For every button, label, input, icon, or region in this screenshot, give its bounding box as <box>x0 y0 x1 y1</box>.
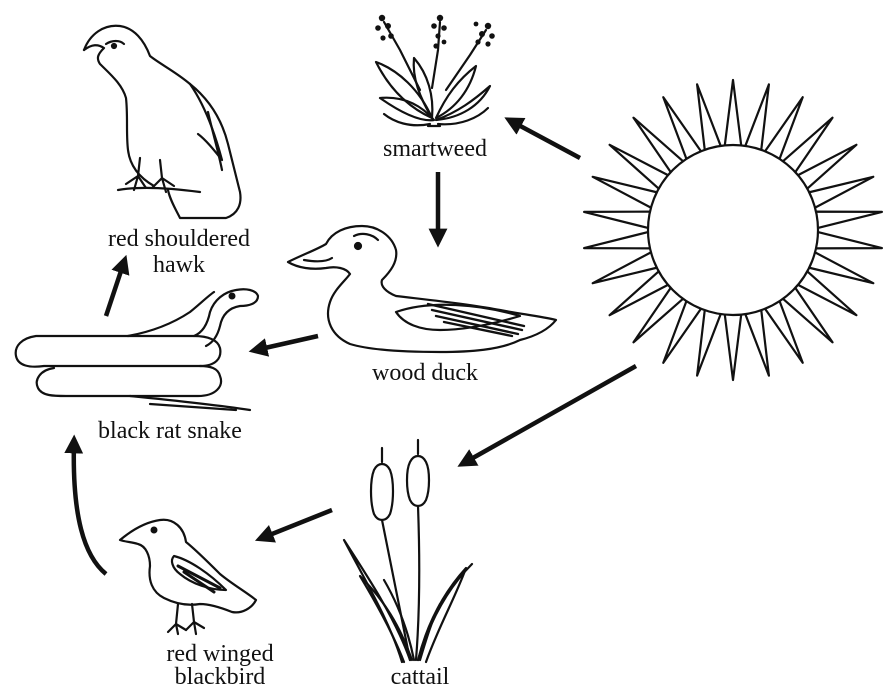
smartweed-icon <box>375 15 495 126</box>
duck-label: wood duck <box>350 360 500 386</box>
sun-icon <box>584 80 882 380</box>
smartweed-label: smartweed <box>360 136 510 162</box>
snake-icon <box>16 289 258 410</box>
arrow-duck-to-snake <box>256 336 318 350</box>
arrow-cattail-to-blackbird <box>262 510 332 538</box>
arrow-sun-to-smartweed <box>511 121 580 158</box>
hawk-label-line1: red shouldered <box>84 226 274 252</box>
blackbird-label-line2: blackbird <box>140 664 300 690</box>
blackbird-icon <box>120 520 256 634</box>
cattail-label: cattail <box>360 664 480 690</box>
hawk-icon <box>84 26 240 218</box>
cattail-icon <box>344 440 472 662</box>
arrow-blackbird-to-snake <box>74 442 106 574</box>
duck-icon <box>288 226 556 352</box>
hawk-label-line2: hawk <box>84 252 274 278</box>
snake-label: black rat snake <box>70 418 270 444</box>
